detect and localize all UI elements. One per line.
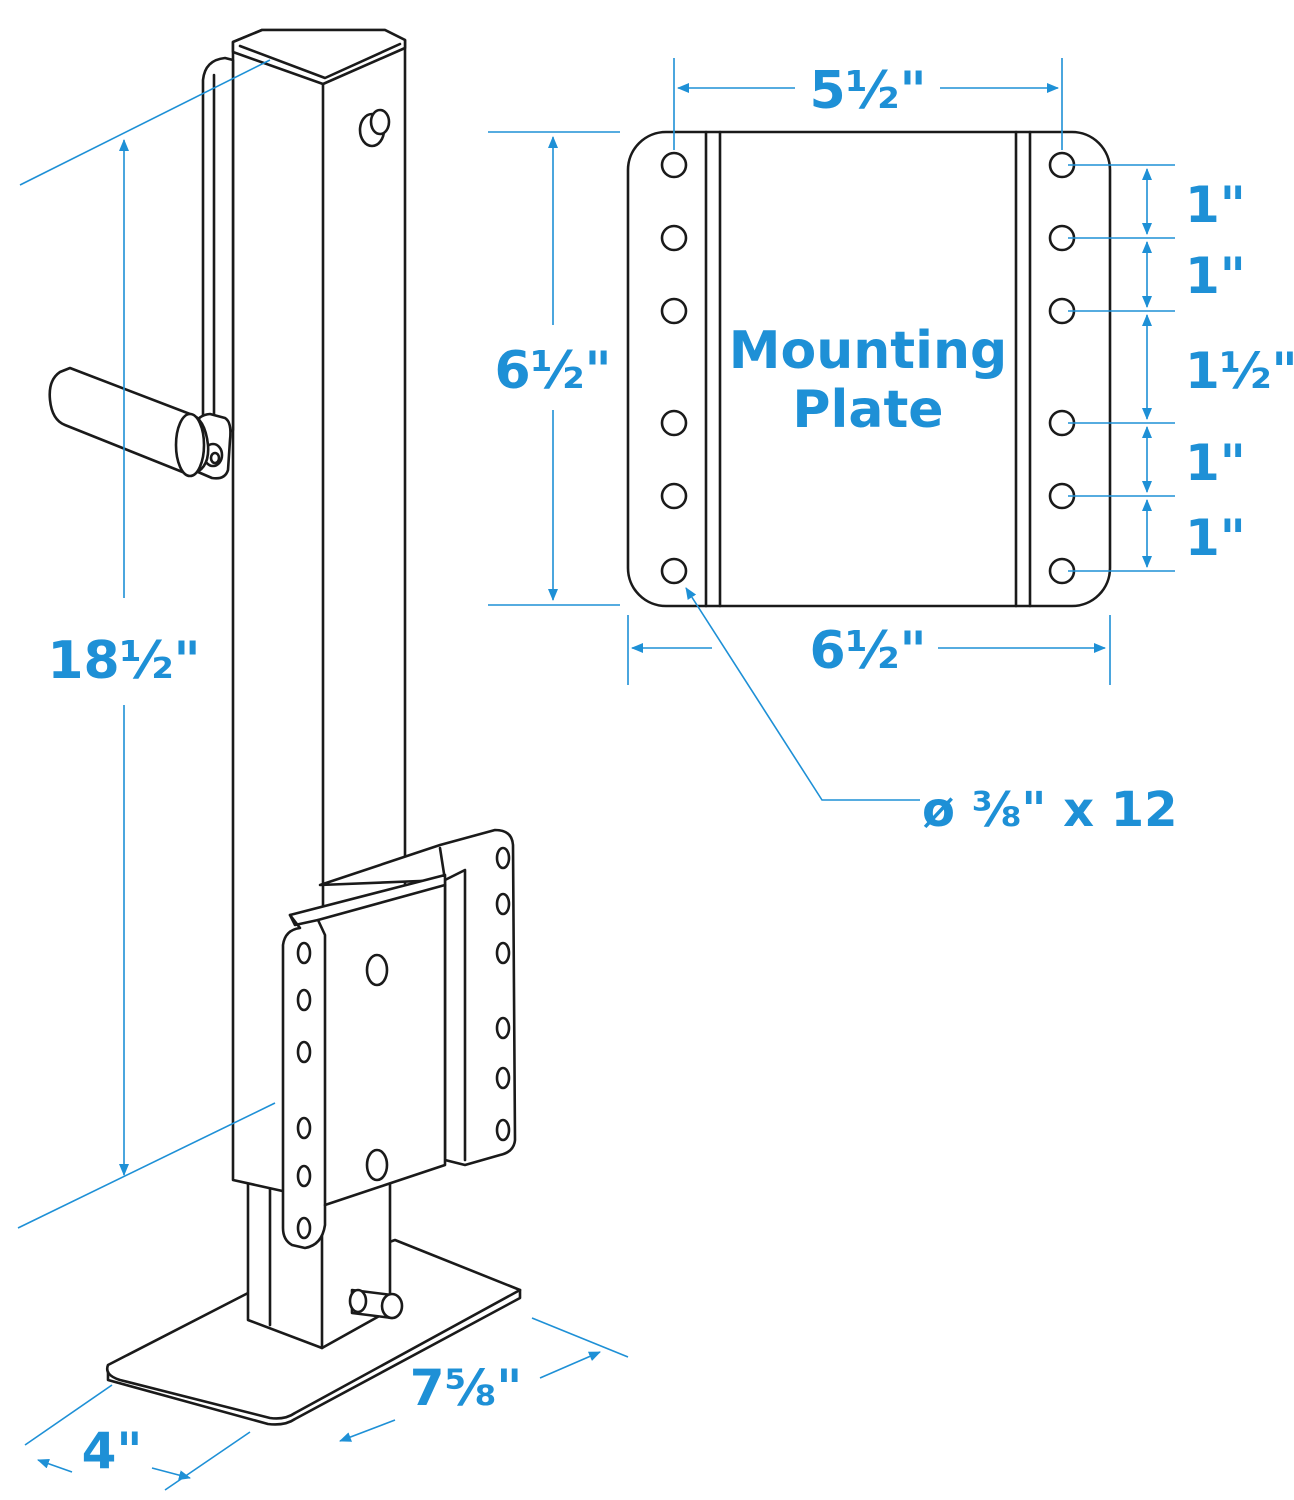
top-bolt	[358, 108, 391, 148]
hole-spec-label: ø ⅜" x 12	[922, 782, 1178, 838]
jack-illustration	[48, 28, 522, 1426]
dim-spacing-3: 1½"	[1185, 342, 1294, 400]
dim-foot-width: 4"	[82, 1422, 143, 1480]
dim-plate-top-width: 5½"	[809, 61, 926, 121]
bracket-holes-center	[365, 953, 389, 1182]
dim-spacing-2: 1"	[1185, 247, 1246, 305]
dim-spacing-4: 1"	[1185, 434, 1246, 492]
dim-spacing-5: 1"	[1185, 509, 1246, 567]
mounting-plate-drawing	[626, 130, 1112, 608]
bracket-holes-left	[296, 941, 312, 1240]
mount-bracket-front	[281, 873, 447, 1250]
dim-jack-height: 18½"	[47, 631, 200, 691]
mounting-plate-title-line1: Mounting	[729, 321, 1007, 381]
dim-foot-length: 7⅝"	[410, 1359, 523, 1417]
tube-top	[231, 28, 407, 86]
dim-plate-bottom-width: 6½"	[809, 621, 926, 681]
dimension-lines	[17, 58, 1175, 1491]
foot-pin	[348, 1288, 404, 1320]
dim-plate-height: 6½"	[494, 341, 611, 401]
crank-handle-icon	[48, 366, 210, 478]
dim-spacing-1: 1"	[1185, 176, 1246, 234]
dimension-labels: 18½" 4" 7⅝" 5½" 6½" 6½" 1" 1" 1½" 1" 1" …	[47, 61, 1294, 1480]
plate-holes-left	[660, 151, 688, 585]
crank-arm	[201, 56, 235, 442]
mounting-plate-title-line2: Plate	[792, 380, 943, 440]
mounting-plate-outline	[626, 130, 1112, 608]
bracket-holes-right	[495, 846, 511, 1142]
plate-holes-right	[1048, 151, 1076, 585]
